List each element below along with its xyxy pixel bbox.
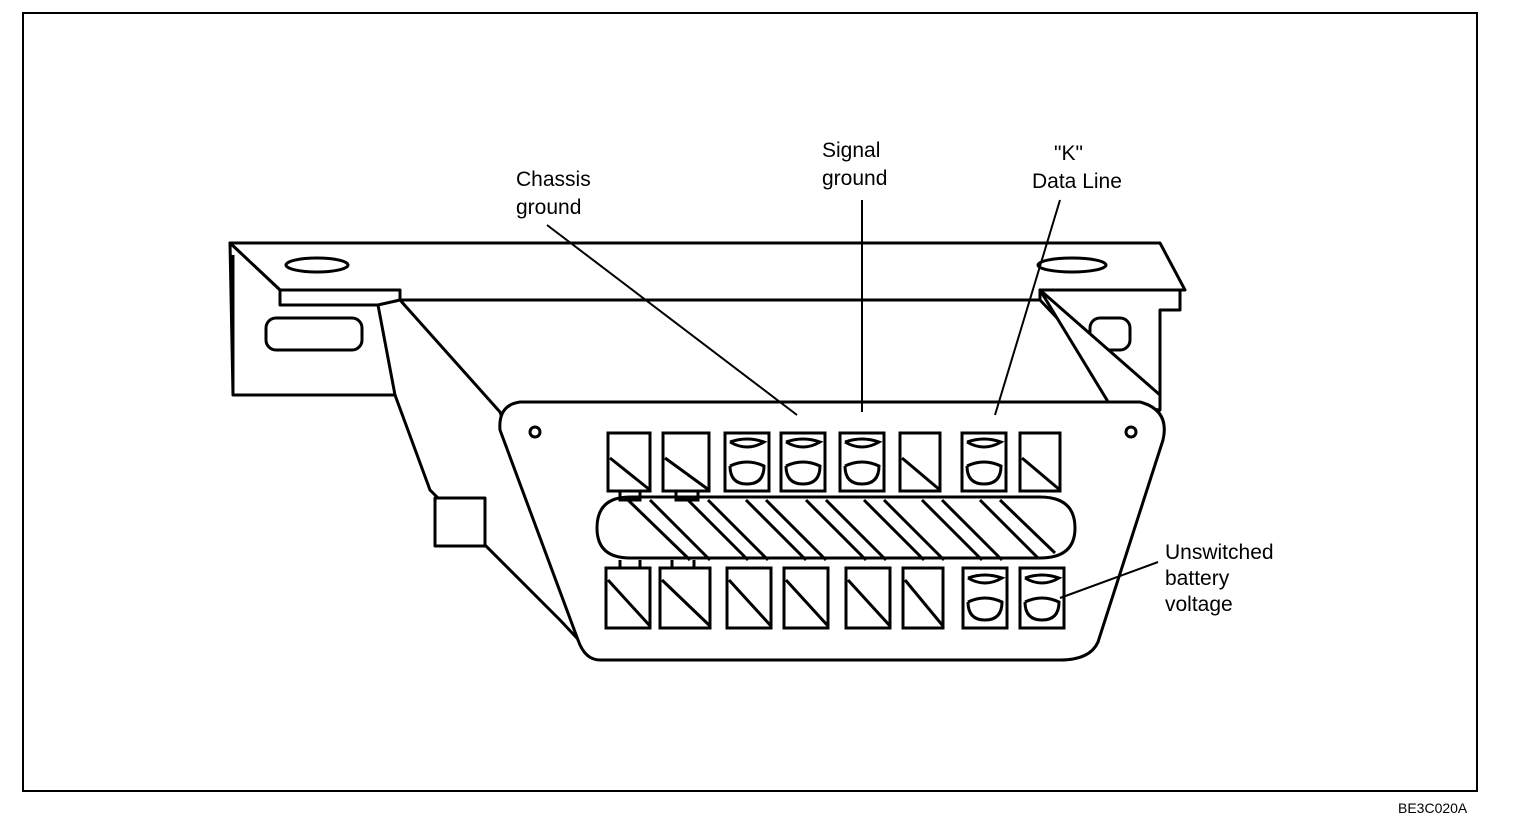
label-line: Unswitched [1165, 541, 1274, 564]
leader-unswitched-battery [1059, 561, 1159, 599]
top-pin [606, 431, 652, 502]
bottom-pin-row [604, 560, 1066, 630]
bottom-pin [901, 566, 945, 630]
leader-k-data-line [994, 199, 1061, 416]
top-slot-left [284, 256, 350, 274]
bottom-pin [782, 566, 830, 630]
leader-chassis-ground [546, 224, 798, 416]
figure-code: BE3C020A [1398, 800, 1468, 816]
connector-channel [595, 495, 1077, 560]
top-pin [960, 431, 1008, 493]
diagram-frame [22, 12, 1478, 792]
label-chassis-ground: Chassis ground [516, 166, 591, 222]
label-line: "K" [1054, 142, 1083, 165]
bottom-pin [658, 560, 712, 630]
bottom-pin [961, 566, 1009, 630]
label-k-data-line: "K" Data Line [1032, 140, 1122, 196]
bottom-pin [1018, 566, 1066, 630]
mounting-slot-left [264, 316, 364, 352]
top-pin-row [606, 431, 1062, 502]
label-line: Chassis [516, 168, 591, 191]
label-line: ground [516, 196, 582, 219]
top-pin [661, 431, 711, 502]
top-pin [838, 431, 886, 493]
top-pin [1018, 431, 1062, 493]
label-line: ground [822, 167, 888, 190]
label-line: voltage [1165, 593, 1233, 616]
label-line: battery [1165, 567, 1230, 590]
channel-ribs [626, 498, 1057, 562]
bottom-pin [604, 560, 652, 630]
top-pin [779, 431, 827, 493]
label-signal-ground: Signal ground [822, 137, 887, 193]
bottom-pin [844, 566, 892, 630]
housing-right-side [1038, 288, 1162, 412]
label-line: Data Line [1032, 170, 1122, 193]
top-pin [898, 431, 942, 493]
top-pin [723, 431, 771, 493]
screw-hole-left [528, 425, 542, 439]
label-line: Signal [822, 139, 881, 162]
screw-hole-right [1124, 425, 1138, 439]
bottom-pin [725, 566, 773, 630]
top-slot-right [1036, 256, 1108, 274]
label-unswitched-battery-voltage: Unswitched battery voltage [1165, 540, 1274, 618]
